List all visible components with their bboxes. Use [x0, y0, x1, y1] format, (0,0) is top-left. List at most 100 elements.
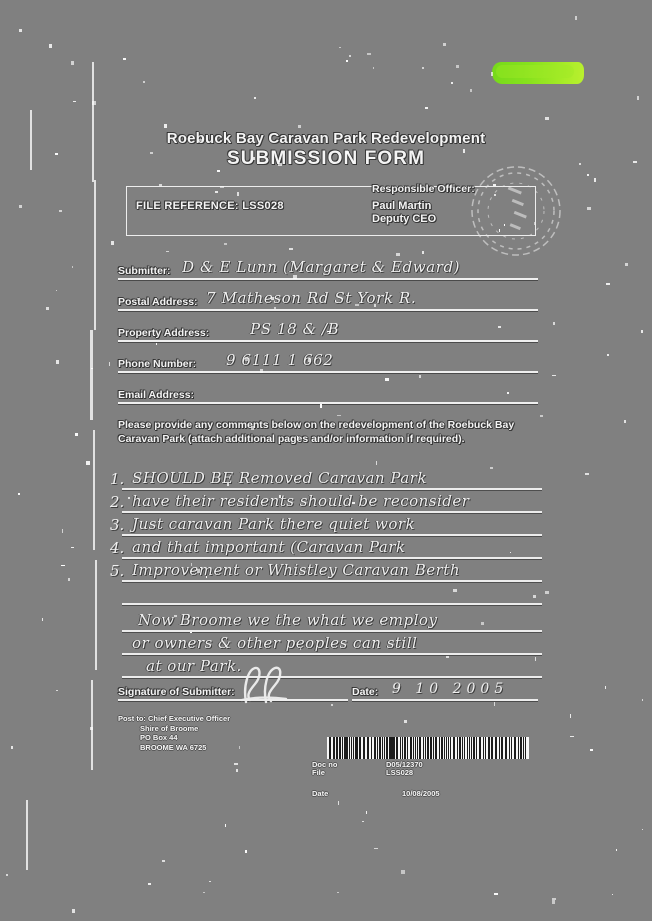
- comment-text[interactable]: Just caravan Park there quiet work: [132, 515, 416, 533]
- barcode-bar: [487, 737, 489, 759]
- barcode-bar: [407, 737, 409, 759]
- date-rule: [352, 699, 538, 701]
- barcode-bar: [456, 737, 458, 759]
- comment-rule: [122, 630, 542, 632]
- comment-line: 3. Just caravan Park there quiet work: [110, 512, 542, 536]
- comment-rule: [122, 580, 542, 582]
- field-value-phone-number[interactable]: 9 6111 1 662: [226, 351, 334, 369]
- barcode-bar: [382, 737, 384, 759]
- comment-text[interactable]: have their residents should be reconside…: [132, 492, 470, 510]
- comment-rule: [122, 653, 542, 655]
- field-rule: [118, 278, 538, 280]
- comment-text[interactable]: SHOULD BE Removed Caravan Park: [132, 469, 427, 487]
- field-value-submitter[interactable]: D & E Lunn (Margaret & Edward): [182, 258, 461, 276]
- comment-rule: [122, 511, 542, 513]
- return-address-line3: PO Box 44: [140, 733, 178, 742]
- barcode-bar: [478, 737, 481, 759]
- date-label: Date:: [352, 686, 379, 698]
- comment-text[interactable]: Improvement or Whistley Caravan Berth: [132, 561, 460, 579]
- barcode-bar: [335, 737, 338, 759]
- barcode-bar: [345, 737, 348, 759]
- barcode-bar: [419, 737, 422, 759]
- barcode-bar: [476, 737, 478, 759]
- return-address-line4: BROOME WA 6725: [140, 742, 207, 752]
- comment-rule: [122, 603, 542, 605]
- signature-label: Signature of Submitter:: [118, 686, 235, 698]
- barcode-bar: [458, 737, 461, 759]
- barcode-bar: [454, 737, 456, 759]
- barcode-bar: [440, 737, 443, 759]
- return-address-block: Post to: Chief Executive Officer Shire o…: [118, 714, 230, 752]
- barcode-bar: [385, 737, 388, 759]
- closing-note-line: or owners & other peoples can still: [110, 631, 542, 655]
- barcode-bar: [424, 737, 426, 759]
- barcode-bar: [438, 737, 440, 759]
- barcode-bar: [449, 737, 451, 759]
- barcode-bar: [332, 737, 335, 759]
- responsible-officer-name: Paul Martin: [372, 200, 432, 212]
- barcode-bar: [422, 737, 424, 759]
- signature-rule: [118, 699, 348, 701]
- return-address-line1: Post to: Chief Executive Officer: [118, 714, 231, 723]
- field-value-postal-address[interactable]: 7 Matheson Rd St York R.: [206, 289, 417, 307]
- barcode-bar: [368, 737, 370, 759]
- field-rule: [118, 340, 538, 342]
- barcode-bar: [341, 737, 343, 759]
- barcode-bar: [409, 737, 412, 759]
- records-doc-label: Doc no: [312, 760, 338, 769]
- barcode-bar: [520, 737, 523, 759]
- field-value-property-address[interactable]: PS 18 & /B: [250, 320, 340, 338]
- barcode-bar: [338, 737, 341, 759]
- barcode-bar: [370, 737, 372, 759]
- barcode-bar: [482, 737, 484, 759]
- comment-rule: [122, 488, 542, 490]
- barcode-bar: [523, 737, 525, 759]
- barcode-bar: [513, 737, 516, 759]
- barcode-bar: [452, 737, 454, 759]
- barcode-bar: [443, 737, 445, 759]
- barcode-bar: [355, 737, 358, 759]
- responsible-officer-label: Responsible Officer:: [372, 183, 475, 195]
- page-title-line1: Roebuck Bay Caravan Park Redevelopment: [166, 130, 486, 147]
- barcode-bar: [396, 737, 399, 759]
- comment-line: 2. have their residents should be recons…: [110, 489, 542, 513]
- date-value[interactable]: 9 10 2005: [392, 681, 509, 697]
- barcode-bar: [352, 737, 354, 759]
- barcode-bar: [433, 737, 435, 759]
- barcode-bar: [498, 737, 500, 759]
- comment-number: 5.: [110, 562, 125, 580]
- closing-note-text[interactable]: or owners & other peoples can still: [132, 634, 418, 652]
- comment-text[interactable]: and that important (Caravan Park: [132, 538, 406, 556]
- field-label-submitter: Submitter:: [118, 265, 171, 277]
- field-rule: [118, 402, 538, 404]
- field-label-property-address: Property Address:: [118, 327, 210, 339]
- field-row-property-address: Property Address: PS 18 & /B: [118, 316, 538, 342]
- field-row-email-address: Email Address:: [118, 378, 538, 404]
- field-label-phone-number: Phone Number:: [118, 358, 197, 370]
- green-highlighter-mark: [492, 62, 584, 84]
- barcode-bar: [524, 737, 526, 759]
- comment-line-blank: [110, 581, 542, 605]
- barcode-bar: [379, 737, 382, 759]
- closing-note-text[interactable]: Now Broome we the what we employ: [138, 611, 438, 629]
- comment-number: 1.: [110, 470, 125, 488]
- barcode-bar: [505, 737, 508, 759]
- comment-rule: [122, 676, 542, 678]
- field-rule: [118, 309, 538, 311]
- barcode-bar: [495, 737, 498, 759]
- barcode-bar: [461, 737, 463, 759]
- barcode-bar: [466, 737, 468, 759]
- field-rule: [118, 371, 538, 373]
- barcode-bar: [329, 737, 332, 759]
- barcode-bar: [426, 737, 429, 759]
- barcode-bar: [373, 737, 376, 759]
- barcode-bar: [491, 737, 494, 759]
- barcode-bar: [448, 737, 450, 759]
- barcode-bar: [417, 737, 419, 759]
- signature-mark[interactable]: [236, 664, 298, 704]
- barcode-bar: [392, 737, 395, 759]
- closing-note-text[interactable]: at our Park.: [146, 657, 242, 675]
- barcode-bar: [377, 737, 379, 759]
